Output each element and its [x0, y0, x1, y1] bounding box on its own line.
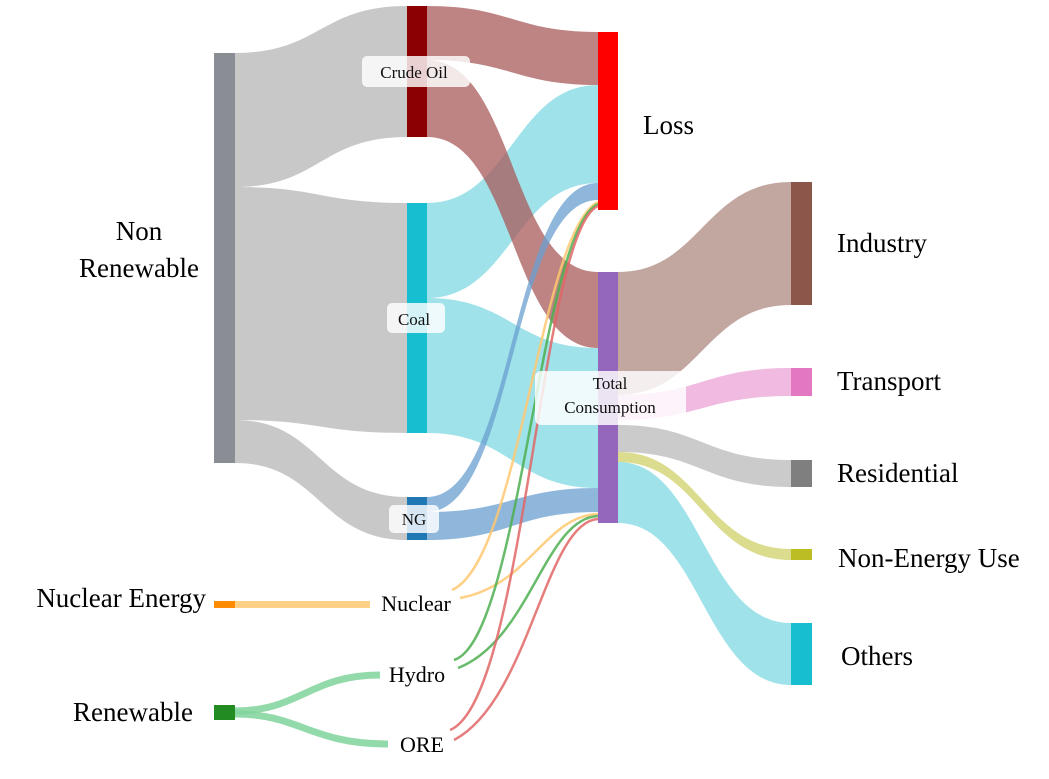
- label-total-consumption-line1: Total: [593, 374, 628, 393]
- label-industry: Industry: [837, 228, 927, 258]
- label-loss: Loss: [643, 110, 694, 140]
- label-renewable: Renewable: [73, 697, 193, 727]
- node-industry: [791, 182, 812, 305]
- node-nuclear-energy: [214, 601, 235, 608]
- link-total-consumption-others: [618, 462, 791, 685]
- link-ng-loss: [427, 183, 598, 512]
- link-hydro-total-consumption: [457, 514, 599, 670]
- link-non-renewable-ng: [235, 420, 407, 540]
- node-non-renewable: [214, 53, 235, 463]
- link-total-consumption-residential: [618, 425, 791, 487]
- link-crude-oil-total-consumption: [427, 60, 598, 348]
- link-non-renewable-crude-oil: [235, 6, 407, 187]
- label-nuclear: Nuclear: [381, 591, 451, 616]
- label-transport: Transport: [837, 366, 942, 396]
- link-total-consumption-non-energy-use: [618, 452, 791, 560]
- link-crude-oil-loss: [427, 6, 598, 85]
- link-non-renewable-coal: [235, 187, 407, 433]
- link-renewable-ore: [234, 710, 389, 748]
- label-coal: Coal: [398, 310, 430, 329]
- label-non-energy-use: Non-Energy Use: [838, 543, 1020, 573]
- label-tags: [362, 56, 686, 533]
- label-residential: Residential: [837, 458, 958, 488]
- node-transport: [791, 368, 812, 396]
- link-ore-total-consumption: [453, 517, 599, 742]
- labels: Non Renewable Nuclear Energy Renewable C…: [36, 63, 1019, 757]
- node-renewable: [214, 705, 235, 720]
- ng-tag: [389, 505, 439, 533]
- node-non-energy-use: [791, 549, 812, 560]
- label-total-consumption-line2: Consumption: [564, 398, 656, 417]
- total-consumption-tag: [535, 371, 686, 425]
- link-nuclear-loss: [451, 200, 599, 592]
- link-nuclear-energy-nuclear: [235, 601, 370, 608]
- label-hydro: Hydro: [389, 662, 445, 687]
- label-non-renewable-line1: Non: [116, 216, 163, 246]
- sankey-links: [234, 6, 791, 748]
- link-total-consumption-industry: [618, 182, 791, 395]
- label-non-renewable-line2: Renewable: [79, 253, 199, 283]
- label-nuclear-energy: Nuclear Energy: [36, 583, 206, 613]
- node-loss: [598, 32, 618, 210]
- node-residential: [791, 460, 812, 487]
- link-hydro-loss: [453, 202, 599, 662]
- link-ore-loss: [449, 204, 599, 732]
- label-crude-oil: Crude Oil: [380, 63, 448, 82]
- label-others: Others: [841, 641, 913, 671]
- link-renewable-hydro: [234, 671, 381, 715]
- crude-oil-tag: [362, 56, 470, 87]
- coal-tag: [387, 303, 445, 333]
- label-ore: ORE: [400, 732, 444, 757]
- sankey-nodes: [214, 6, 812, 720]
- node-others: [791, 623, 812, 685]
- link-coal-total-consumption: [427, 298, 598, 488]
- link-nuclear-total-consumption: [459, 512, 599, 600]
- label-ng: NG: [402, 510, 427, 529]
